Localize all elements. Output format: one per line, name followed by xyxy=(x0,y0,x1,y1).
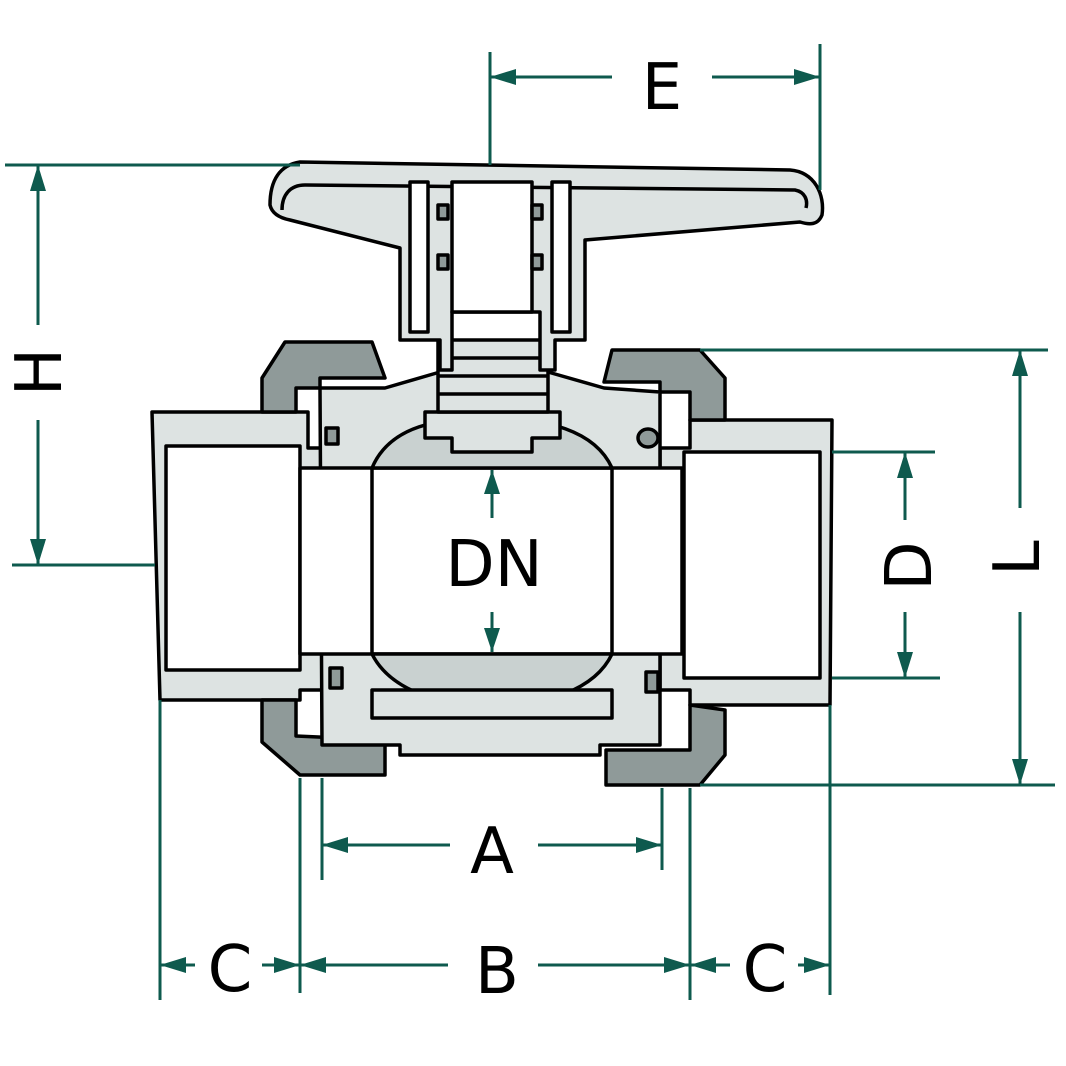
dim-c-left-arrow-left xyxy=(160,957,186,973)
dim-l-arrow-bottom xyxy=(1012,759,1028,785)
handle-rib-left xyxy=(408,180,430,334)
label-b: B xyxy=(475,935,519,1009)
dim-dn-arrow-bottom xyxy=(484,628,500,652)
seal-left-top xyxy=(324,426,340,446)
right-union-nut-top xyxy=(602,348,727,422)
handle-clip-3 xyxy=(530,203,544,221)
dim-dn-arrow-top xyxy=(484,470,500,494)
dimension-labels: E H L D DN A B C C xyxy=(3,51,1055,1009)
seat-top xyxy=(423,410,562,454)
left-socket-bore xyxy=(164,444,302,672)
handle-center-window xyxy=(450,180,534,314)
right-union-nut-bottom xyxy=(604,703,727,787)
handle-clip-4 xyxy=(530,253,544,271)
dim-a-arrow-left xyxy=(322,837,348,853)
right-socket-bore xyxy=(682,450,822,680)
seat-bottom xyxy=(370,688,614,720)
handle-clip-2 xyxy=(436,253,450,271)
label-d: D xyxy=(873,541,947,590)
seal-right-top xyxy=(636,427,660,449)
handle-clip-1 xyxy=(436,203,450,221)
dim-d-arrow-bottom xyxy=(897,652,913,678)
label-l: L xyxy=(981,540,1055,576)
dim-h-arrow-top xyxy=(30,165,46,191)
label-h: H xyxy=(3,348,77,396)
label-dn: DN xyxy=(445,528,542,602)
dim-d-arrow-top xyxy=(897,452,913,478)
handle-top-groove xyxy=(280,183,809,211)
dim-e-arrow-left xyxy=(490,69,516,85)
dim-c-left-arrow-right xyxy=(274,957,300,973)
seal-right-bottom xyxy=(644,670,660,694)
label-c-left: C xyxy=(208,933,253,1007)
label-c-right: C xyxy=(743,933,788,1007)
left-union-nut-top xyxy=(260,340,387,414)
handle xyxy=(268,160,825,372)
dimension-lines xyxy=(5,44,1055,1000)
dim-e-arrow-right xyxy=(794,69,820,85)
dim-h-arrow-bottom xyxy=(30,539,46,565)
seal-left-bottom xyxy=(328,666,344,690)
dim-c-right-arrow-right xyxy=(804,957,830,973)
dim-c-right-arrow-left xyxy=(690,957,716,973)
label-e: E xyxy=(642,51,682,125)
dim-a-arrow-right xyxy=(636,837,662,853)
dim-b-arrow-right xyxy=(664,957,690,973)
dim-l-arrow-top xyxy=(1012,350,1028,376)
handle-rib-right xyxy=(550,180,572,334)
label-a: A xyxy=(470,815,514,889)
dim-b-arrow-left xyxy=(300,957,326,973)
valve-body-drawing xyxy=(150,160,834,787)
